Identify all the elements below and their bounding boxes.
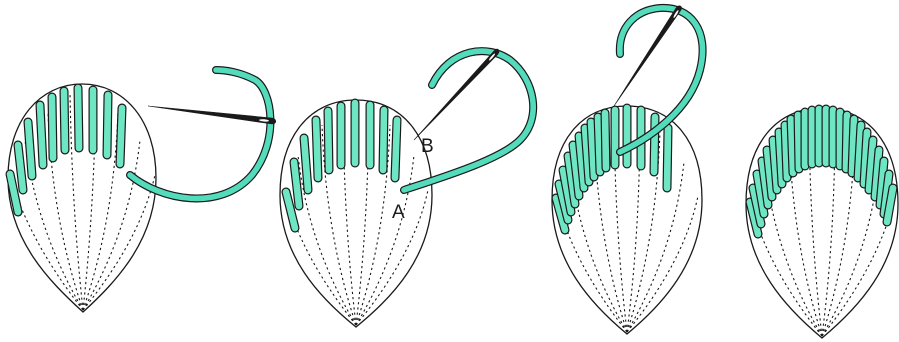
petal-step-3: [552, 6, 703, 334]
petal-step-4: [746, 108, 898, 338]
point-a-label: A: [392, 202, 405, 223]
needle: [148, 106, 276, 124]
petal-step-1: [8, 70, 276, 312]
point-b-label: B: [421, 136, 434, 157]
needle: [614, 6, 682, 106]
petal-step-2: A B: [280, 49, 533, 327]
needle: [414, 49, 499, 140]
